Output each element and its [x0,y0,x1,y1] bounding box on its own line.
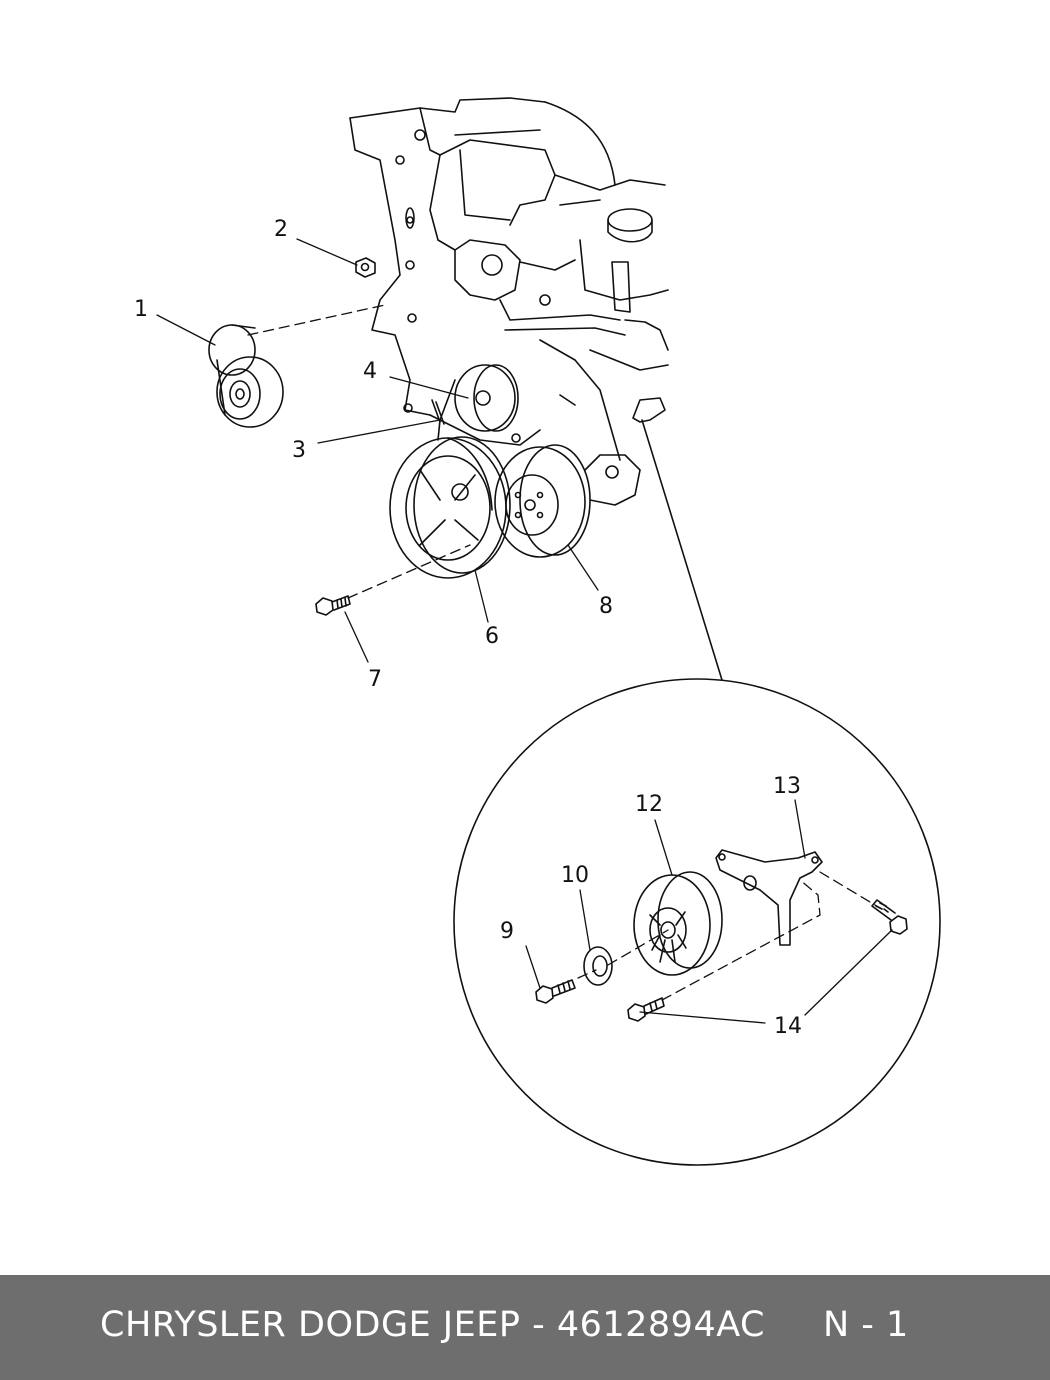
bracket-bolt-lower [627,997,665,1022]
nut [355,257,376,278]
callout-labels: 1 2 3 4 6 7 8 9 10 12 13 14 [134,217,802,1039]
exploded-parts-diagram: 1 2 3 4 6 7 8 9 10 12 13 14 [134,97,941,1166]
crankshaft-bolt [315,595,351,616]
bracket-bolt-right [871,899,908,935]
part-number-text: CHRYSLER DODGE JEEP - 4612894AC [100,1305,765,1345]
callout-12: 12 [635,792,663,817]
oil-filler-cap [579,208,669,313]
callout-1: 1 [134,297,148,322]
assembly-lines [247,304,881,1001]
water-pump-pulley [494,444,641,558]
stud [431,399,445,425]
callout-2: 2 [274,217,288,242]
callout-4: 4 [363,359,377,384]
callout-3: 3 [292,438,306,463]
engine-block [349,97,669,461]
callout-13: 13 [773,774,801,799]
pulley-bolt [535,979,576,1004]
idler-pulley [437,364,519,441]
washer [583,946,613,986]
callout-9: 9 [500,919,514,944]
footer-caption: CHRYSLER DODGE JEEP - 4612894AC N - 1 [100,1305,909,1345]
tensioner-pulley [208,324,284,428]
detail-circle [453,678,941,1166]
page-reference: N - 1 [822,1305,909,1345]
callout-8: 8 [599,594,613,619]
detail-idler-pulley [633,871,723,976]
callout-7: 7 [368,667,382,692]
callout-10: 10 [561,863,589,888]
detail-pointer-line [641,419,723,681]
idler-bracket [715,849,823,946]
leader-lines [156,238,893,1024]
crankshaft-pulley [389,436,511,579]
footer-bar: CHRYSLER DODGE JEEP - 4612894AC N - 1 [0,1275,1050,1380]
callout-6: 6 [485,624,499,649]
bracket-tab [632,397,666,423]
callout-14: 14 [774,1014,802,1039]
